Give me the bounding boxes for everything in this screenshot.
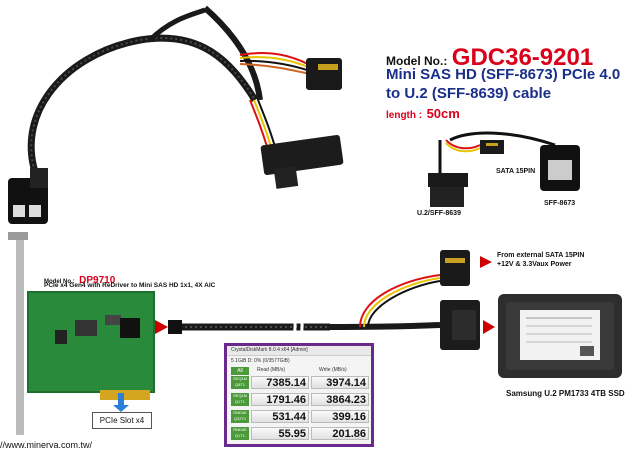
sff8673-connector xyxy=(8,168,48,224)
sata-15pin-connector xyxy=(440,250,470,286)
power-note-line2: +12V & 3.3Vaux Power xyxy=(497,261,572,268)
row-label[interactable]: RND4K Q32T1 xyxy=(231,410,249,423)
sata-power-connector xyxy=(306,58,342,90)
length-row: length : 50cm xyxy=(386,105,460,123)
read-header: Read (MB/s) xyxy=(257,367,286,373)
length-label: length : xyxy=(386,110,423,121)
row-label[interactable]: SEQ1M Q8T1 xyxy=(231,376,249,389)
write-header: Write (MB/s) xyxy=(319,367,347,373)
read-value: 7385.14 xyxy=(251,376,309,389)
benchmark-window: CrystalDiskMark 8.0.4 x64 [Admin] 5 1GiB… xyxy=(224,343,374,447)
row-label[interactable]: RND4K Q1T1 xyxy=(231,427,249,440)
benchmark-toolbar: 5 1GiB D: 0% (0/3577GiB) xyxy=(231,358,290,364)
ssd-caption: Samsung U.2 PM1733 4TB SSD xyxy=(506,389,625,398)
u2-connector xyxy=(260,134,344,189)
card-description: PCIe x4 Gen4 with ReDriver to Mini SAS H… xyxy=(44,282,216,289)
samsung-ssd xyxy=(498,294,622,378)
read-value: 1791.46 xyxy=(251,393,309,406)
title-line-1: Mini SAS HD (SFF-8673) PCIe 4.0 xyxy=(386,66,621,83)
card-sas-port xyxy=(120,318,140,338)
benchmark-row: RND4K Q32T1 531.44 399.16 xyxy=(231,410,371,424)
model-label: Model No.: xyxy=(386,54,448,68)
card-model-label: Model No.: xyxy=(44,279,75,285)
write-value: 3864.23 xyxy=(311,393,369,406)
write-value: 201.86 xyxy=(311,427,369,440)
card-model-number: DP9710 xyxy=(79,275,116,286)
u2-label: U.2/SFF-8639 xyxy=(417,210,461,217)
inset-cable-illustration xyxy=(428,131,580,207)
title-line-2: to U.2 (SFF-8639) cable xyxy=(386,85,552,102)
model-number: GDC36-9201 xyxy=(451,44,594,71)
pcb-board xyxy=(28,292,154,392)
length-value: 50cm xyxy=(426,106,460,121)
sff8673-label: SFF-8673 xyxy=(544,200,576,207)
write-value: 399.16 xyxy=(311,410,369,423)
card-bracket xyxy=(16,235,24,435)
pcie-slot-box: PCIe Slot x4 xyxy=(92,412,152,429)
write-value: 3974.14 xyxy=(311,376,369,389)
website-link[interactable]: //www.minerva.com.tw/ xyxy=(0,440,93,450)
all-button[interactable]: All xyxy=(231,367,249,375)
power-note-line1: From external SATA 15PIN xyxy=(497,252,585,259)
pcie-gold-fingers xyxy=(100,390,150,400)
read-value: 531.44 xyxy=(251,410,309,423)
benchmark-row: SEQ1M Q8T1 7385.14 3974.14 xyxy=(231,376,371,390)
header-model: Model No.: GDC36-9201 xyxy=(386,44,593,72)
benchmark-row: SEQ1M Q1T1 1791.46 3864.23 xyxy=(231,393,371,407)
card-model: Model No.: DP9710 xyxy=(44,270,115,288)
benchmark-title: CrystalDiskMark 8.0.4 x64 [Admin] xyxy=(227,346,371,356)
read-value: 55.95 xyxy=(251,427,309,440)
sata-label: SATA 15PIN xyxy=(496,168,536,175)
row-label[interactable]: SEQ1M Q1T1 xyxy=(231,393,249,406)
benchmark-row: RND4K Q1T1 55.95 201.86 xyxy=(231,427,371,441)
